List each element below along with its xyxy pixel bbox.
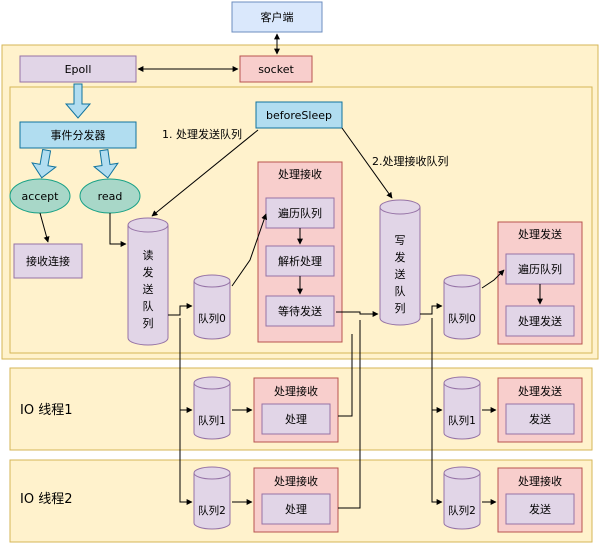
socket-label: socket bbox=[258, 63, 294, 76]
svg-text:处理: 处理 bbox=[285, 503, 307, 516]
svg-text:等待发送: 等待发送 bbox=[278, 304, 322, 318]
accept-label: accept bbox=[22, 190, 60, 203]
step1-label: 1. 处理发送队列 bbox=[162, 127, 242, 141]
svg-text:送: 送 bbox=[395, 267, 406, 281]
svg-text:处理发送: 处理发送 bbox=[518, 384, 562, 398]
main-recv-title: 处理接收 bbox=[278, 167, 322, 181]
dispatcher-box bbox=[19, 121, 137, 149]
svg-text:处理接收: 处理接收 bbox=[518, 474, 562, 488]
svg-text:送: 送 bbox=[143, 282, 154, 296]
accept-conn-label: 接收连接 bbox=[26, 254, 70, 268]
io2-recv-queue: 队列2 bbox=[193, 466, 231, 530]
svg-text:处理接收: 处理接收 bbox=[274, 384, 318, 398]
main-send-step-process bbox=[505, 305, 575, 337]
epoll-label: Epoll bbox=[65, 63, 92, 76]
main-recv-queue0: 队列0 bbox=[193, 274, 231, 340]
io1-send-queue: 队列1 bbox=[443, 376, 481, 440]
read-label: read bbox=[98, 190, 123, 203]
svg-text:处理: 处理 bbox=[285, 413, 307, 426]
svg-text:遍历队列: 遍历队列 bbox=[278, 206, 322, 220]
read-send-queue: 读 发 送 队 列 bbox=[127, 217, 169, 346]
accept-conn-box bbox=[13, 243, 83, 279]
io-thread-1-label: IO 线程1 bbox=[20, 403, 72, 418]
io2-send-step bbox=[505, 493, 575, 525]
main-send-step-traverse bbox=[505, 253, 575, 285]
svg-text:队列0: 队列0 bbox=[448, 312, 476, 325]
svg-text:队: 队 bbox=[395, 284, 406, 298]
dispatcher-to-read-arrow bbox=[92, 149, 119, 179]
svg-text:写: 写 bbox=[395, 234, 406, 247]
main-send-queue0: 队列0 bbox=[443, 274, 481, 340]
svg-text:队: 队 bbox=[143, 299, 154, 313]
svg-text:队列2: 队列2 bbox=[198, 504, 226, 517]
main-recv-step-traverse bbox=[265, 197, 335, 229]
svg-text:发: 发 bbox=[143, 265, 154, 279]
connector-lines bbox=[39, 33, 543, 509]
client-label: 客户端 bbox=[261, 10, 294, 24]
svg-text:解析处理: 解析处理 bbox=[278, 254, 322, 268]
client-box bbox=[231, 1, 323, 33]
io1-recv-queue: 队列1 bbox=[193, 376, 231, 440]
io2-send-queue: 队列2 bbox=[443, 466, 481, 530]
svg-text:队列0: 队列0 bbox=[198, 312, 226, 325]
svg-text:列: 列 bbox=[395, 301, 406, 315]
svg-text:发: 发 bbox=[395, 250, 406, 264]
epoll-to-dispatcher-arrow bbox=[64, 83, 92, 119]
before-sleep-box bbox=[255, 101, 343, 129]
epoll-box bbox=[19, 55, 137, 83]
svg-text:处理发送: 处理发送 bbox=[518, 314, 562, 328]
svg-text:读: 读 bbox=[143, 248, 154, 262]
io-thread-2-label: IO 线程2 bbox=[20, 492, 72, 507]
step2-label: 2.处理接收队列 bbox=[372, 154, 449, 168]
svg-text:发送: 发送 bbox=[529, 412, 551, 426]
socket-box bbox=[239, 55, 313, 83]
svg-text:发送: 发送 bbox=[529, 502, 551, 516]
io1-recv-step bbox=[261, 403, 331, 435]
dispatcher-to-accept-arrow bbox=[31, 148, 58, 179]
main-send-title: 处理发送 bbox=[518, 227, 562, 241]
io1-send-step bbox=[505, 403, 575, 435]
svg-text:列: 列 bbox=[143, 316, 154, 330]
dispatcher-label: 事件分发器 bbox=[51, 128, 106, 142]
svg-text:处理接收: 处理接收 bbox=[274, 474, 318, 488]
svg-text:队列2: 队列2 bbox=[448, 504, 476, 517]
before-sleep-label: beforeSleep bbox=[266, 109, 332, 122]
svg-text:队列1: 队列1 bbox=[198, 414, 226, 427]
svg-text:遍历队列: 遍历队列 bbox=[518, 262, 562, 276]
write-send-queue: 写 发 送 队 列 bbox=[379, 199, 421, 326]
main-recv-step-parse bbox=[265, 245, 335, 277]
svg-text:队列1: 队列1 bbox=[448, 414, 476, 427]
main-recv-step-wait bbox=[265, 295, 335, 327]
io2-recv-step bbox=[261, 493, 331, 525]
